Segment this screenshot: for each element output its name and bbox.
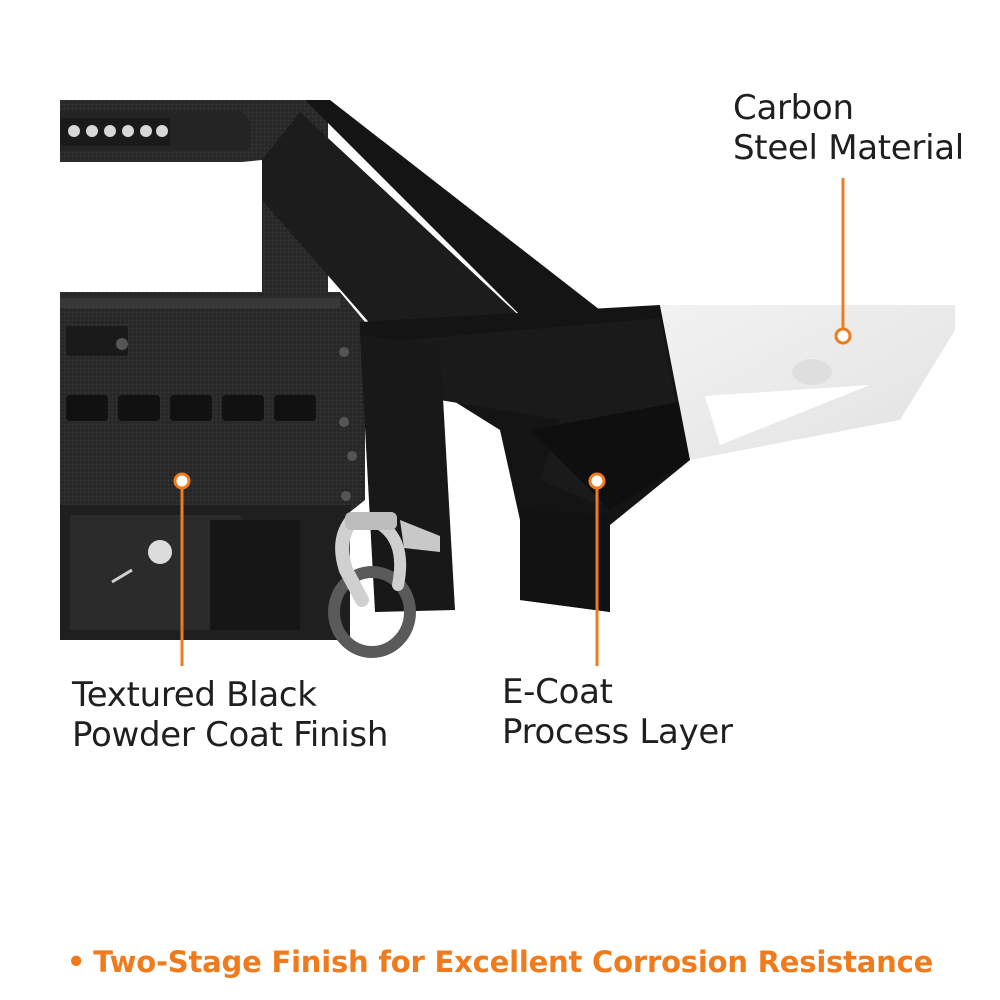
callout-ecoat-line2: Process Layer — [502, 712, 733, 752]
lower-skid — [60, 505, 350, 640]
footer-tagline: •Two-Stage Finish for Excellent Corrosio… — [0, 945, 1000, 979]
callout-dot-carbon — [834, 327, 852, 345]
callout-carbon-line2: Steel Material — [733, 128, 964, 168]
callout-carbon-steel: Carbon Steel Material — [733, 88, 964, 168]
callout-ecoat: E-Coat Process Layer — [502, 672, 733, 752]
callout-ecoat-line1: E-Coat — [502, 672, 613, 712]
callout-powder-line2: Powder Coat Finish — [72, 715, 389, 755]
callout-leaders — [173, 178, 852, 666]
footer-bullet: • — [66, 945, 86, 979]
callout-carbon-line1: Carbon — [733, 88, 854, 128]
footer-text: Two-Stage Finish for Excellent Corrosion… — [93, 945, 934, 979]
callout-powder-line1: Textured Black — [72, 675, 317, 715]
bumper-body — [60, 292, 365, 520]
callout-dot-ecoat — [588, 472, 606, 490]
d-ring-shackle — [328, 512, 440, 658]
led-light-bar — [60, 118, 170, 146]
callout-powder-coat: Textured Black Powder Coat Finish — [72, 675, 388, 755]
side-wing-raw-steel — [660, 305, 955, 460]
side-wing-ecoat — [360, 305, 690, 612]
callout-dot-powder — [173, 472, 191, 490]
bull-bar-hoop — [60, 100, 600, 335]
